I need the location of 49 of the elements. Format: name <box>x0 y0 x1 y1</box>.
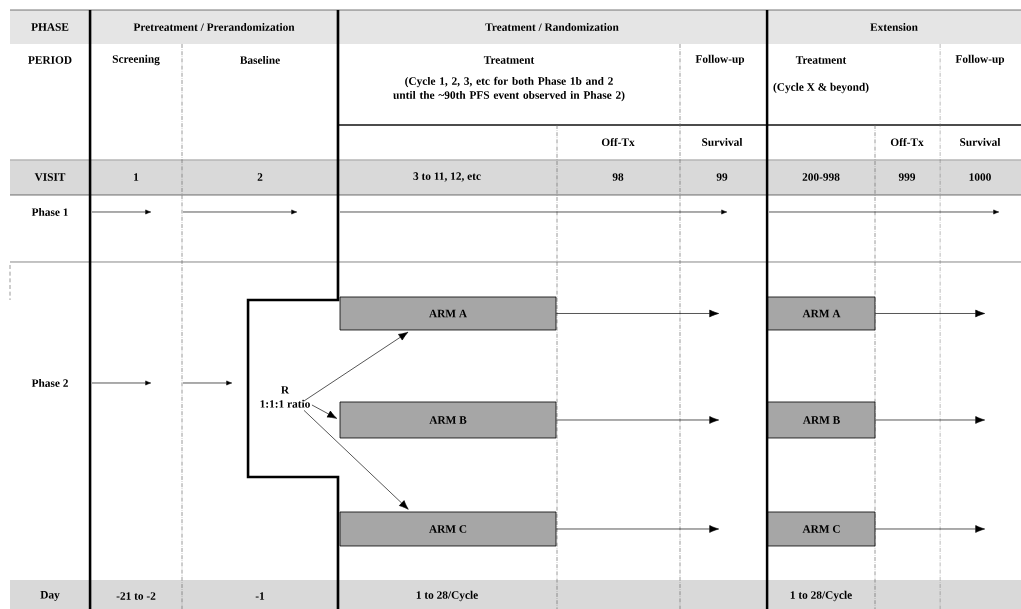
table-text: Treatment <box>795 56 847 64</box>
arm-box: ARM B <box>339 401 557 439</box>
arrow <box>875 309 985 318</box>
arm-box: ARM A <box>339 296 557 331</box>
table-text: Off-Tx <box>890 137 924 147</box>
arm-box: ARM B <box>767 401 876 439</box>
table-text: Off-Tx <box>601 137 635 147</box>
table-text: VISIT <box>34 173 66 181</box>
arrow <box>556 309 719 318</box>
table-text: Treatment / Randomization <box>485 23 619 31</box>
table-text: 200-998 <box>802 173 840 181</box>
arrow <box>303 410 409 510</box>
table-text: -21 to -2 <box>116 592 156 600</box>
table-text: PERIOD <box>28 56 72 64</box>
table-text: 98 <box>612 173 624 181</box>
arrow <box>875 416 985 424</box>
randomization-label: R 1:1:1 ratio <box>260 386 310 408</box>
table-text: Screening <box>112 54 160 66</box>
table-text: Extension <box>870 23 918 31</box>
table-text: -1 <box>255 592 265 600</box>
table-text: 1 to 28/Cycle <box>790 590 852 602</box>
table-text: 2 <box>257 173 263 181</box>
table-text: Survival <box>702 138 743 146</box>
table-text: Survival <box>960 138 1001 146</box>
arm-box: ARM A <box>767 296 876 331</box>
table-text: (Cycle X & beyond) <box>773 82 869 94</box>
table-text: Phase 1 <box>31 208 68 216</box>
table-text: 1000 <box>969 173 991 181</box>
table-text: PHASE <box>31 23 69 31</box>
arrow <box>556 416 719 424</box>
table-text: Follow-up <box>695 54 745 66</box>
arrow <box>556 525 719 533</box>
table-text: Follow-up <box>955 54 1005 66</box>
table-text: Treatment <box>483 56 535 64</box>
table-text: 1 to 28/Cycle <box>416 590 478 602</box>
arrow <box>875 525 985 533</box>
table-text: 1 <box>134 173 139 181</box>
arrow <box>303 331 409 402</box>
arm-box: ARM C <box>767 511 876 547</box>
table-text: 99 <box>716 173 728 181</box>
table-text: Day <box>40 591 60 601</box>
arrow <box>311 404 337 419</box>
table-text: 3 to 11, 12, etc <box>413 172 481 182</box>
table-text: Baseline <box>240 56 280 64</box>
arm-box: ARM C <box>339 511 557 547</box>
table-text: 999 <box>898 173 916 181</box>
table-text: (Cycle 1, 2, 3, etc for both Phase 1b and 2 until the ~90th PFS event observed in Phase 2) <box>393 76 625 102</box>
table-text: Pretreatment / Prerandomization <box>133 23 295 31</box>
table-text: Phase 2 <box>31 379 68 387</box>
